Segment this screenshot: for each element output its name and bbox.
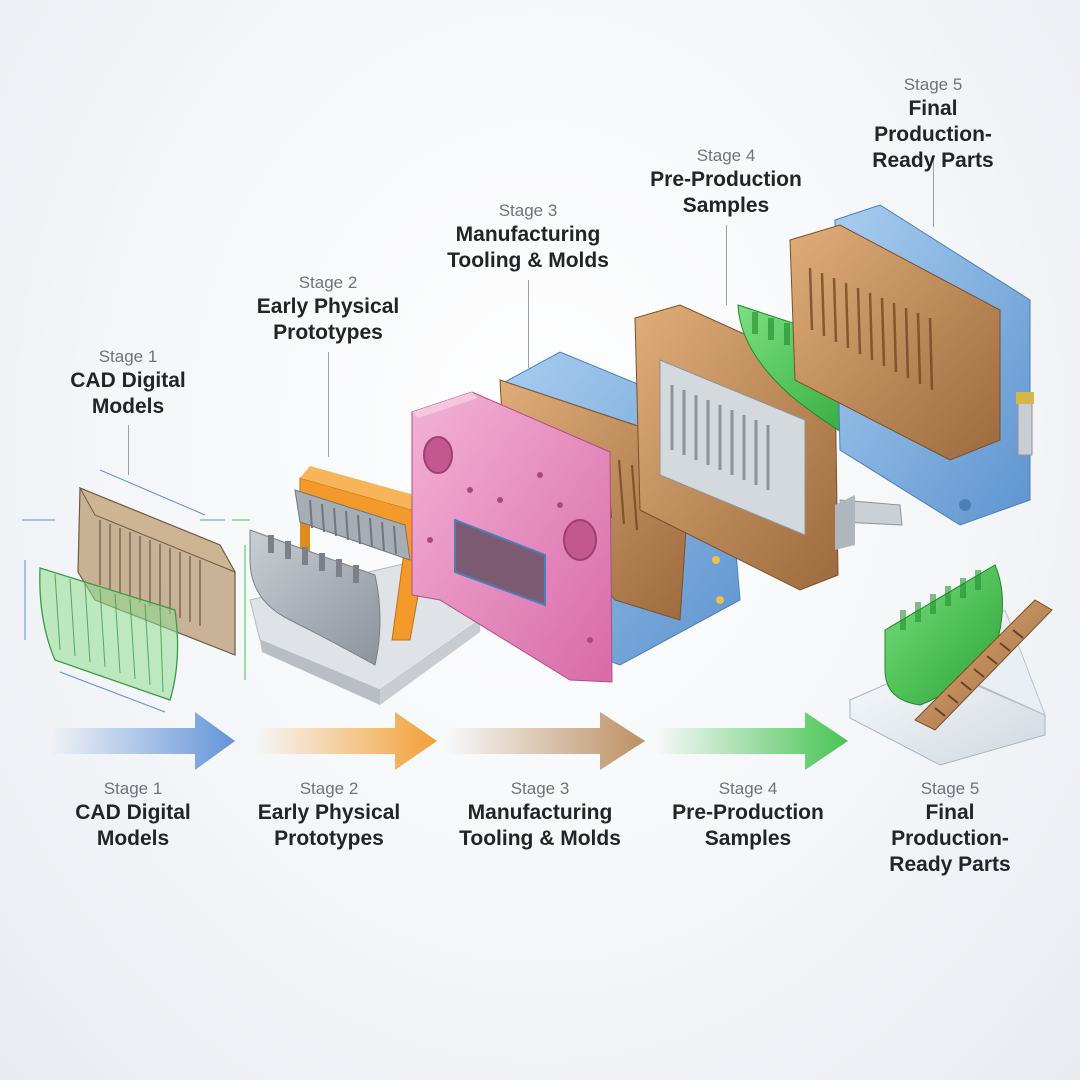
cad-model-illustration xyxy=(22,469,250,713)
stage-title-line-2: Models xyxy=(96,827,170,850)
stage-number: Stage 1 xyxy=(98,347,158,366)
flow-arrow-2 xyxy=(255,712,437,770)
stage-title-line-2: Ready Parts xyxy=(872,149,994,172)
stage-title-line-2: Samples xyxy=(704,827,792,850)
stage-number: Stage 5 xyxy=(920,779,980,798)
flow-arrow-1 xyxy=(50,712,235,770)
top-label-stage-5: Stage 5 Final Production- Ready Parts xyxy=(860,74,1007,174)
stage-title-line-2: Models xyxy=(91,395,165,418)
stage-title-line-1: Final Production- xyxy=(891,801,1009,850)
stage-title-line-2: Prototypes xyxy=(274,827,384,850)
top-label-stage-2: Stage 2 Early Physical Prototypes xyxy=(257,272,399,346)
top-label-stage-3: Stage 3 Manufacturing Tooling & Molds xyxy=(447,200,609,274)
stage-number: Stage 4 xyxy=(718,779,778,798)
stage-number: Stage 2 xyxy=(298,273,358,292)
stage-title-line-2: Tooling & Molds xyxy=(447,249,609,272)
stage-title-line-1: Early Physical xyxy=(256,295,400,318)
stage-number: Stage 5 xyxy=(903,75,963,94)
stage-title-line-2: Samples xyxy=(682,194,770,217)
stage-title-line-1: Manufacturing xyxy=(467,801,613,824)
top-label-stage-1: Stage 1 CAD Digital Models xyxy=(70,346,186,420)
stage-number: Stage 4 xyxy=(696,146,756,165)
leader-line-4 xyxy=(726,225,727,305)
stage-title-line-1: Pre-Production xyxy=(650,168,802,191)
final-parts-illustration xyxy=(849,564,1053,766)
top-label-stage-4: Stage 4 Pre-Production Samples xyxy=(650,145,802,219)
stage-number: Stage 3 xyxy=(498,201,558,220)
flow-arrow-3 xyxy=(445,712,645,770)
stage-number: Stage 1 xyxy=(103,779,163,798)
stage-title-line-2: Tooling & Molds xyxy=(459,827,621,850)
production-mold-illustration xyxy=(789,204,1034,526)
stage-number: Stage 2 xyxy=(299,779,359,798)
flow-arrow-4 xyxy=(655,712,848,770)
stage-title-line-1: CAD Digital xyxy=(70,369,186,392)
bottom-label-stage-4: Stage 4 Pre-Production Samples xyxy=(672,778,824,852)
bottom-label-stage-1: Stage 1 CAD Digital Models xyxy=(75,778,191,852)
stage-title-line-1: Manufacturing xyxy=(455,223,601,246)
stage-title-line-1: Early Physical xyxy=(257,801,401,824)
stage-title-line-1: Pre-Production xyxy=(672,801,824,824)
stage-title-line-2: Prototypes xyxy=(273,321,383,344)
bottom-label-stage-2: Stage 2 Early Physical Prototypes xyxy=(258,778,400,852)
stage-title-line-2: Ready Parts xyxy=(889,853,1011,876)
bottom-label-stage-5: Stage 5 Final Production- Ready Parts xyxy=(885,778,1015,878)
stage-title-line-1: Final Production- xyxy=(874,97,992,146)
stage-title-line-1: CAD Digital xyxy=(75,801,191,824)
bottom-label-stage-3: Stage 3 Manufacturing Tooling & Molds xyxy=(459,778,621,852)
leader-line-3 xyxy=(528,280,529,368)
leader-line-1 xyxy=(128,425,129,475)
stage-number: Stage 3 xyxy=(510,779,570,798)
leader-line-5 xyxy=(933,155,934,227)
leader-line-2 xyxy=(328,352,329,457)
